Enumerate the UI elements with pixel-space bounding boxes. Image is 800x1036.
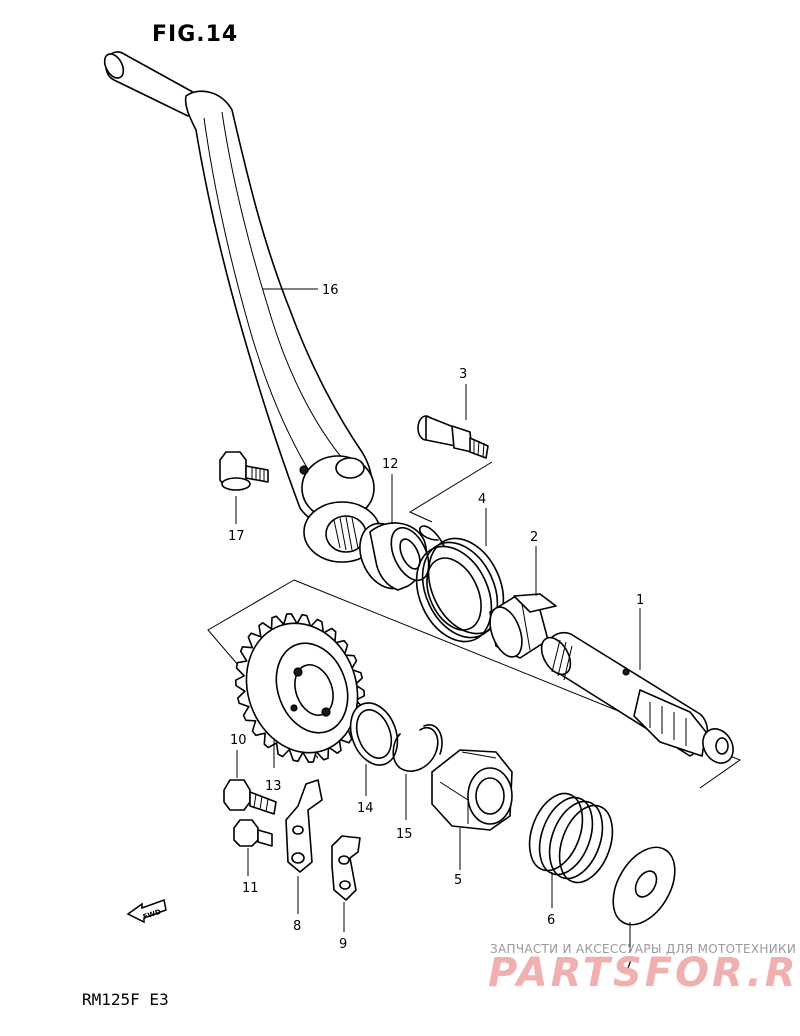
lever-bolt xyxy=(219,451,269,491)
ratchet xyxy=(431,749,513,831)
guide-bolt xyxy=(223,779,277,815)
guide-plate xyxy=(285,779,323,873)
callout-7: 7 xyxy=(625,957,633,972)
callout-1: 1 xyxy=(636,593,644,608)
kick-starter-shaft xyxy=(540,631,734,764)
callout-3: 3 xyxy=(459,367,467,382)
figure-title: FIG.14 xyxy=(152,22,239,47)
callout-14: 14 xyxy=(357,801,374,816)
bushing xyxy=(359,522,430,591)
watermark-logo: PARTSFOR.RU xyxy=(488,950,800,996)
spring-guide xyxy=(489,593,557,659)
model-code: RM125F E3 xyxy=(82,990,169,1009)
watermark-caption: ЗАПЧАСТИ И АКСЕССУАРЫ ДЛЯ МОТОТЕХНИКИ xyxy=(490,942,797,956)
stopper-plate xyxy=(331,835,361,901)
callout-13: 13 xyxy=(265,779,282,794)
fwd-arrow-icon: FWD xyxy=(126,898,167,924)
callout-2: 2 xyxy=(530,530,538,545)
ratchet-spring xyxy=(528,792,614,884)
callout-16: 16 xyxy=(322,283,339,298)
circlip xyxy=(392,724,443,772)
callout-5: 5 xyxy=(454,873,462,888)
callout-8: 8 xyxy=(293,919,301,934)
return-spring xyxy=(415,525,505,643)
callout-11: 11 xyxy=(242,881,259,896)
kick-gear xyxy=(234,613,366,763)
callout-9: 9 xyxy=(339,937,347,952)
callout-17: 17 xyxy=(228,529,245,544)
thrust-washer xyxy=(349,702,399,766)
shaft-bolt xyxy=(417,415,489,459)
callout-15: 15 xyxy=(396,827,413,842)
callout-4: 4 xyxy=(478,492,486,507)
callout-10: 10 xyxy=(230,733,247,748)
callout-12: 12 xyxy=(382,457,399,472)
plate-bolt xyxy=(233,819,273,847)
kick-starter-lever xyxy=(103,51,381,563)
spring-washer xyxy=(612,846,676,926)
callout-6: 6 xyxy=(547,913,555,928)
